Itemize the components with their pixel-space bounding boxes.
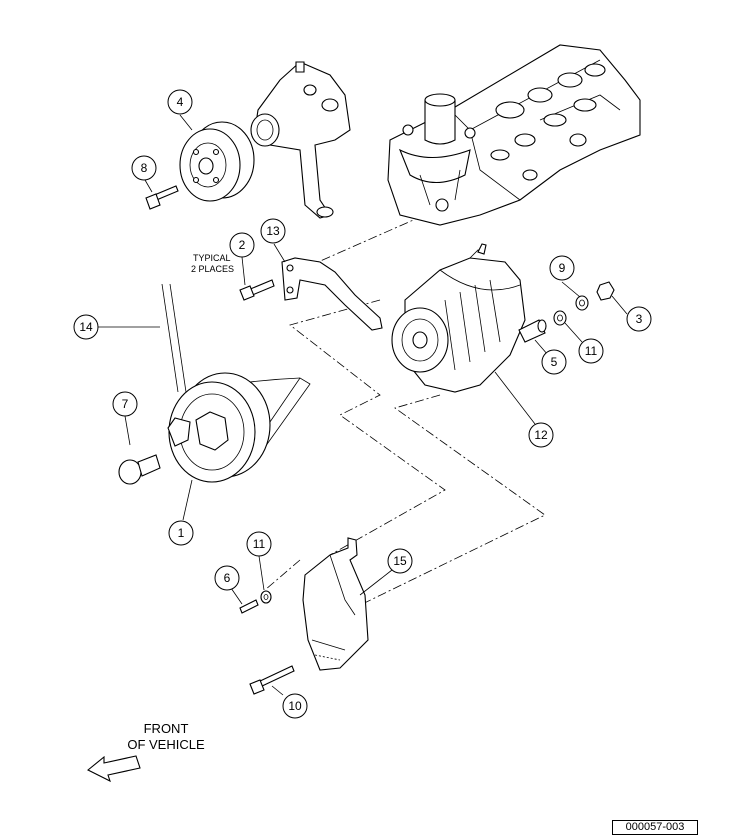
callout-9: 9 (549, 255, 575, 281)
typical-note-line1: TYPICAL (193, 253, 231, 263)
svg-text:14: 14 (79, 320, 93, 334)
svg-text:11: 11 (253, 537, 266, 551)
belt-guard (302, 537, 369, 671)
nut-3 (596, 281, 615, 301)
svg-text:2: 2 (239, 238, 246, 252)
crankshaft-pulley (167, 372, 271, 483)
svg-text:4: 4 (177, 95, 184, 109)
water-pump-pulley (179, 121, 255, 202)
svg-text:12: 12 (534, 428, 548, 442)
callout-8: 8 (131, 155, 157, 181)
front-label-line2: OF VEHICLE (127, 737, 205, 752)
spacer-5 (518, 319, 547, 343)
bolt-10 (249, 665, 295, 695)
typical-note-line2: 2 PLACES (191, 264, 234, 274)
figure-id-label: 000057-003 (612, 820, 698, 835)
callout-3: 3 (626, 306, 652, 332)
washer-9 (575, 295, 589, 311)
bolt-2 (239, 279, 275, 301)
engine-block (387, 44, 641, 226)
front-label-line1: FRONT (144, 721, 189, 736)
callout-11-lower: 11 (246, 531, 272, 557)
front-direction-arrow-icon (86, 755, 141, 783)
svg-text:10: 10 (288, 699, 302, 713)
leader-lines (97, 114, 628, 696)
svg-text:5: 5 (551, 355, 558, 369)
callout-10: 10 (282, 693, 308, 719)
svg-text:15: 15 (393, 554, 407, 568)
callout-11-upper: 11 (578, 338, 604, 364)
callout-1: 1 (168, 520, 194, 546)
washer-11-upper (553, 310, 567, 326)
callout-7: 7 (112, 391, 138, 417)
svg-text:3: 3 (636, 312, 643, 326)
callout-5: 5 (541, 349, 567, 375)
callout-2: 2 (229, 232, 255, 258)
svg-text:13: 13 (266, 224, 280, 238)
washer-11-lower (260, 590, 272, 604)
svg-text:8: 8 (141, 161, 148, 175)
svg-text:7: 7 (122, 397, 129, 411)
bolt-8 (145, 185, 179, 210)
callout-12: 12 (528, 422, 554, 448)
svg-text:11: 11 (585, 344, 598, 358)
pulley-bolt-7 (118, 454, 161, 485)
callout-6: 6 (214, 565, 240, 591)
callout-15: 15 (387, 548, 413, 574)
bolt-6 (239, 599, 259, 614)
callout-13: 13 (260, 218, 286, 244)
svg-text:6: 6 (224, 571, 231, 585)
svg-text:9: 9 (559, 261, 566, 275)
alternator-bracket (281, 257, 383, 331)
water-pump (250, 61, 351, 219)
svg-text:1: 1 (178, 526, 185, 540)
callout-4: 4 (167, 89, 193, 115)
alternator (391, 243, 526, 393)
assembly-centerlines (264, 194, 546, 611)
callout-14: 14 (73, 314, 99, 340)
